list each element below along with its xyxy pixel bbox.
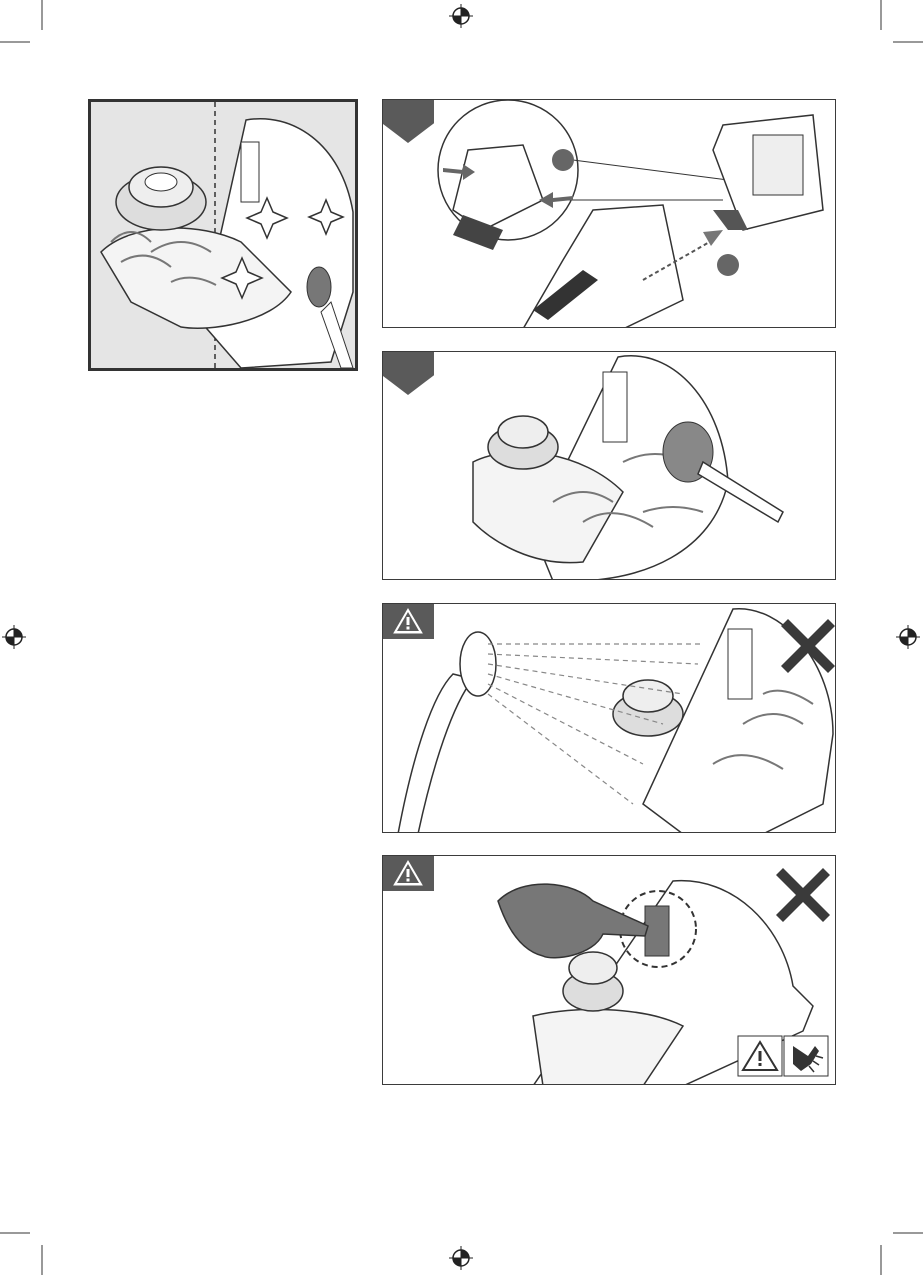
hand-cut-hazard-icon: [784, 1036, 828, 1076]
step-1-panel: [382, 99, 836, 328]
remove-battery-illustration: [383, 100, 836, 328]
registration-mark-icon: [449, 4, 473, 28]
registration-mark-icon: [896, 625, 920, 649]
warning-2-panel: [382, 855, 836, 1085]
registration-mark-icon: [2, 625, 26, 649]
cross-x-icon: [776, 868, 830, 922]
registration-mark-icon: [449, 1246, 473, 1270]
step-2-panel: [382, 351, 836, 580]
warning-1-panel: [382, 603, 836, 833]
warning-sign-box: [738, 1036, 782, 1076]
overview-panel: [88, 99, 358, 371]
clean-guard-illustration: [91, 102, 355, 368]
brush-cleaning-illustration: [383, 352, 836, 580]
no-water-spray-illustration: [383, 604, 836, 833]
blade-hazard-illustration: [383, 856, 836, 1085]
